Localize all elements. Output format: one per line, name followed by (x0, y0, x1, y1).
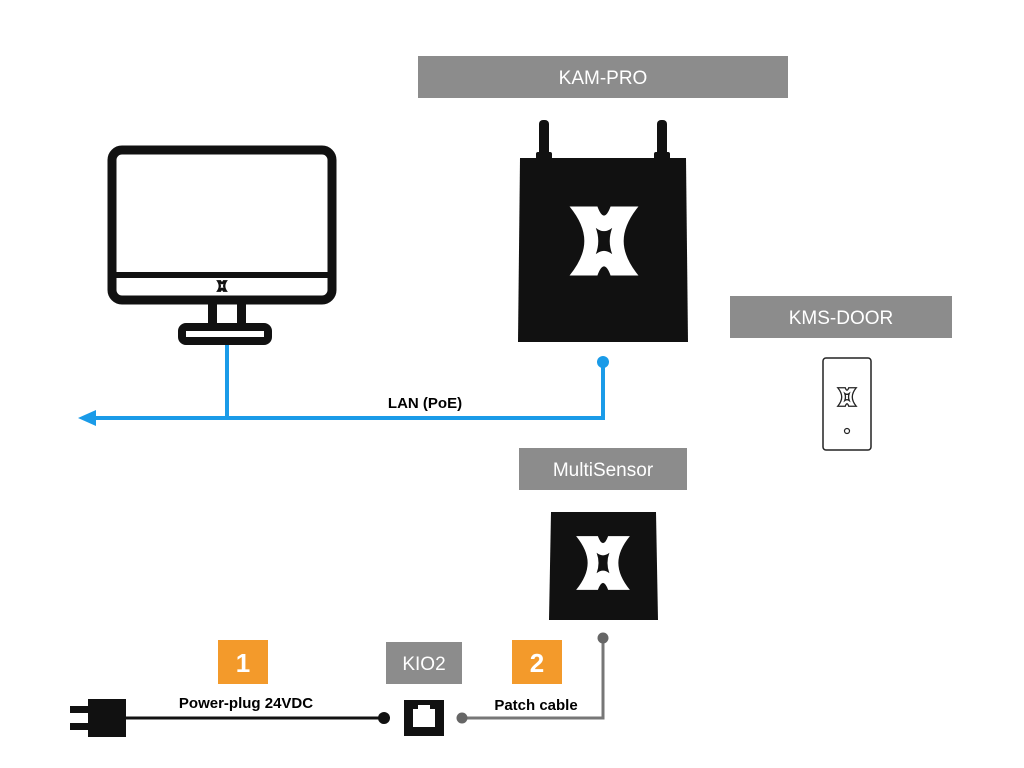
lan-arrow-icon (78, 410, 96, 426)
patch-cable-line (462, 638, 605, 720)
power-connection: 1 Power-plug 24VDC (70, 640, 390, 737)
lan-connection: LAN (PoE) (78, 338, 609, 426)
patch-cable-label: Patch cable (494, 697, 577, 714)
kms-door-group: KMS-DOOR (730, 296, 952, 451)
kam-pro-label: KAM-PRO (559, 68, 648, 89)
power-plug-label: Power-plug 24VDC (179, 695, 313, 712)
patch-step-number: 2 (530, 648, 544, 678)
multisensor-label-box (519, 448, 687, 490)
patch-step-badge (512, 640, 562, 684)
multisensor-group: MultiSensor (519, 448, 687, 620)
lan-endpoint-dot (597, 356, 609, 368)
monitor-icon (107, 145, 337, 345)
kms-door-label: KMS-DOOR (789, 308, 894, 329)
kio2-label-box (386, 642, 462, 684)
power-step-number: 1 (236, 648, 250, 678)
lan-main-line (92, 362, 605, 420)
kio2-port-icon (404, 700, 444, 736)
patch-endpoint-dot (456, 712, 468, 724)
kio2-group: KIO2 (386, 642, 462, 736)
patch-endpoint-dot (597, 632, 609, 644)
patch-cable-connection: 2 Patch cable (456, 632, 609, 724)
kam-pro-device-icon (518, 120, 688, 342)
kio2-label: KIO2 (402, 654, 445, 675)
kms-door-label-box (730, 296, 952, 338)
x-logo-icon (216, 280, 228, 292)
power-step-badge (218, 640, 268, 684)
lan-label: LAN (PoE) (388, 395, 462, 412)
kam-pro-group: KAM-PRO (418, 56, 788, 342)
power-endpoint-dot (378, 712, 390, 724)
power-plug-icon (70, 699, 126, 737)
multisensor-label: MultiSensor (553, 460, 654, 481)
kms-door-device-icon (822, 357, 872, 451)
kam-pro-label-box (418, 56, 788, 98)
multisensor-device-icon (549, 512, 658, 620)
